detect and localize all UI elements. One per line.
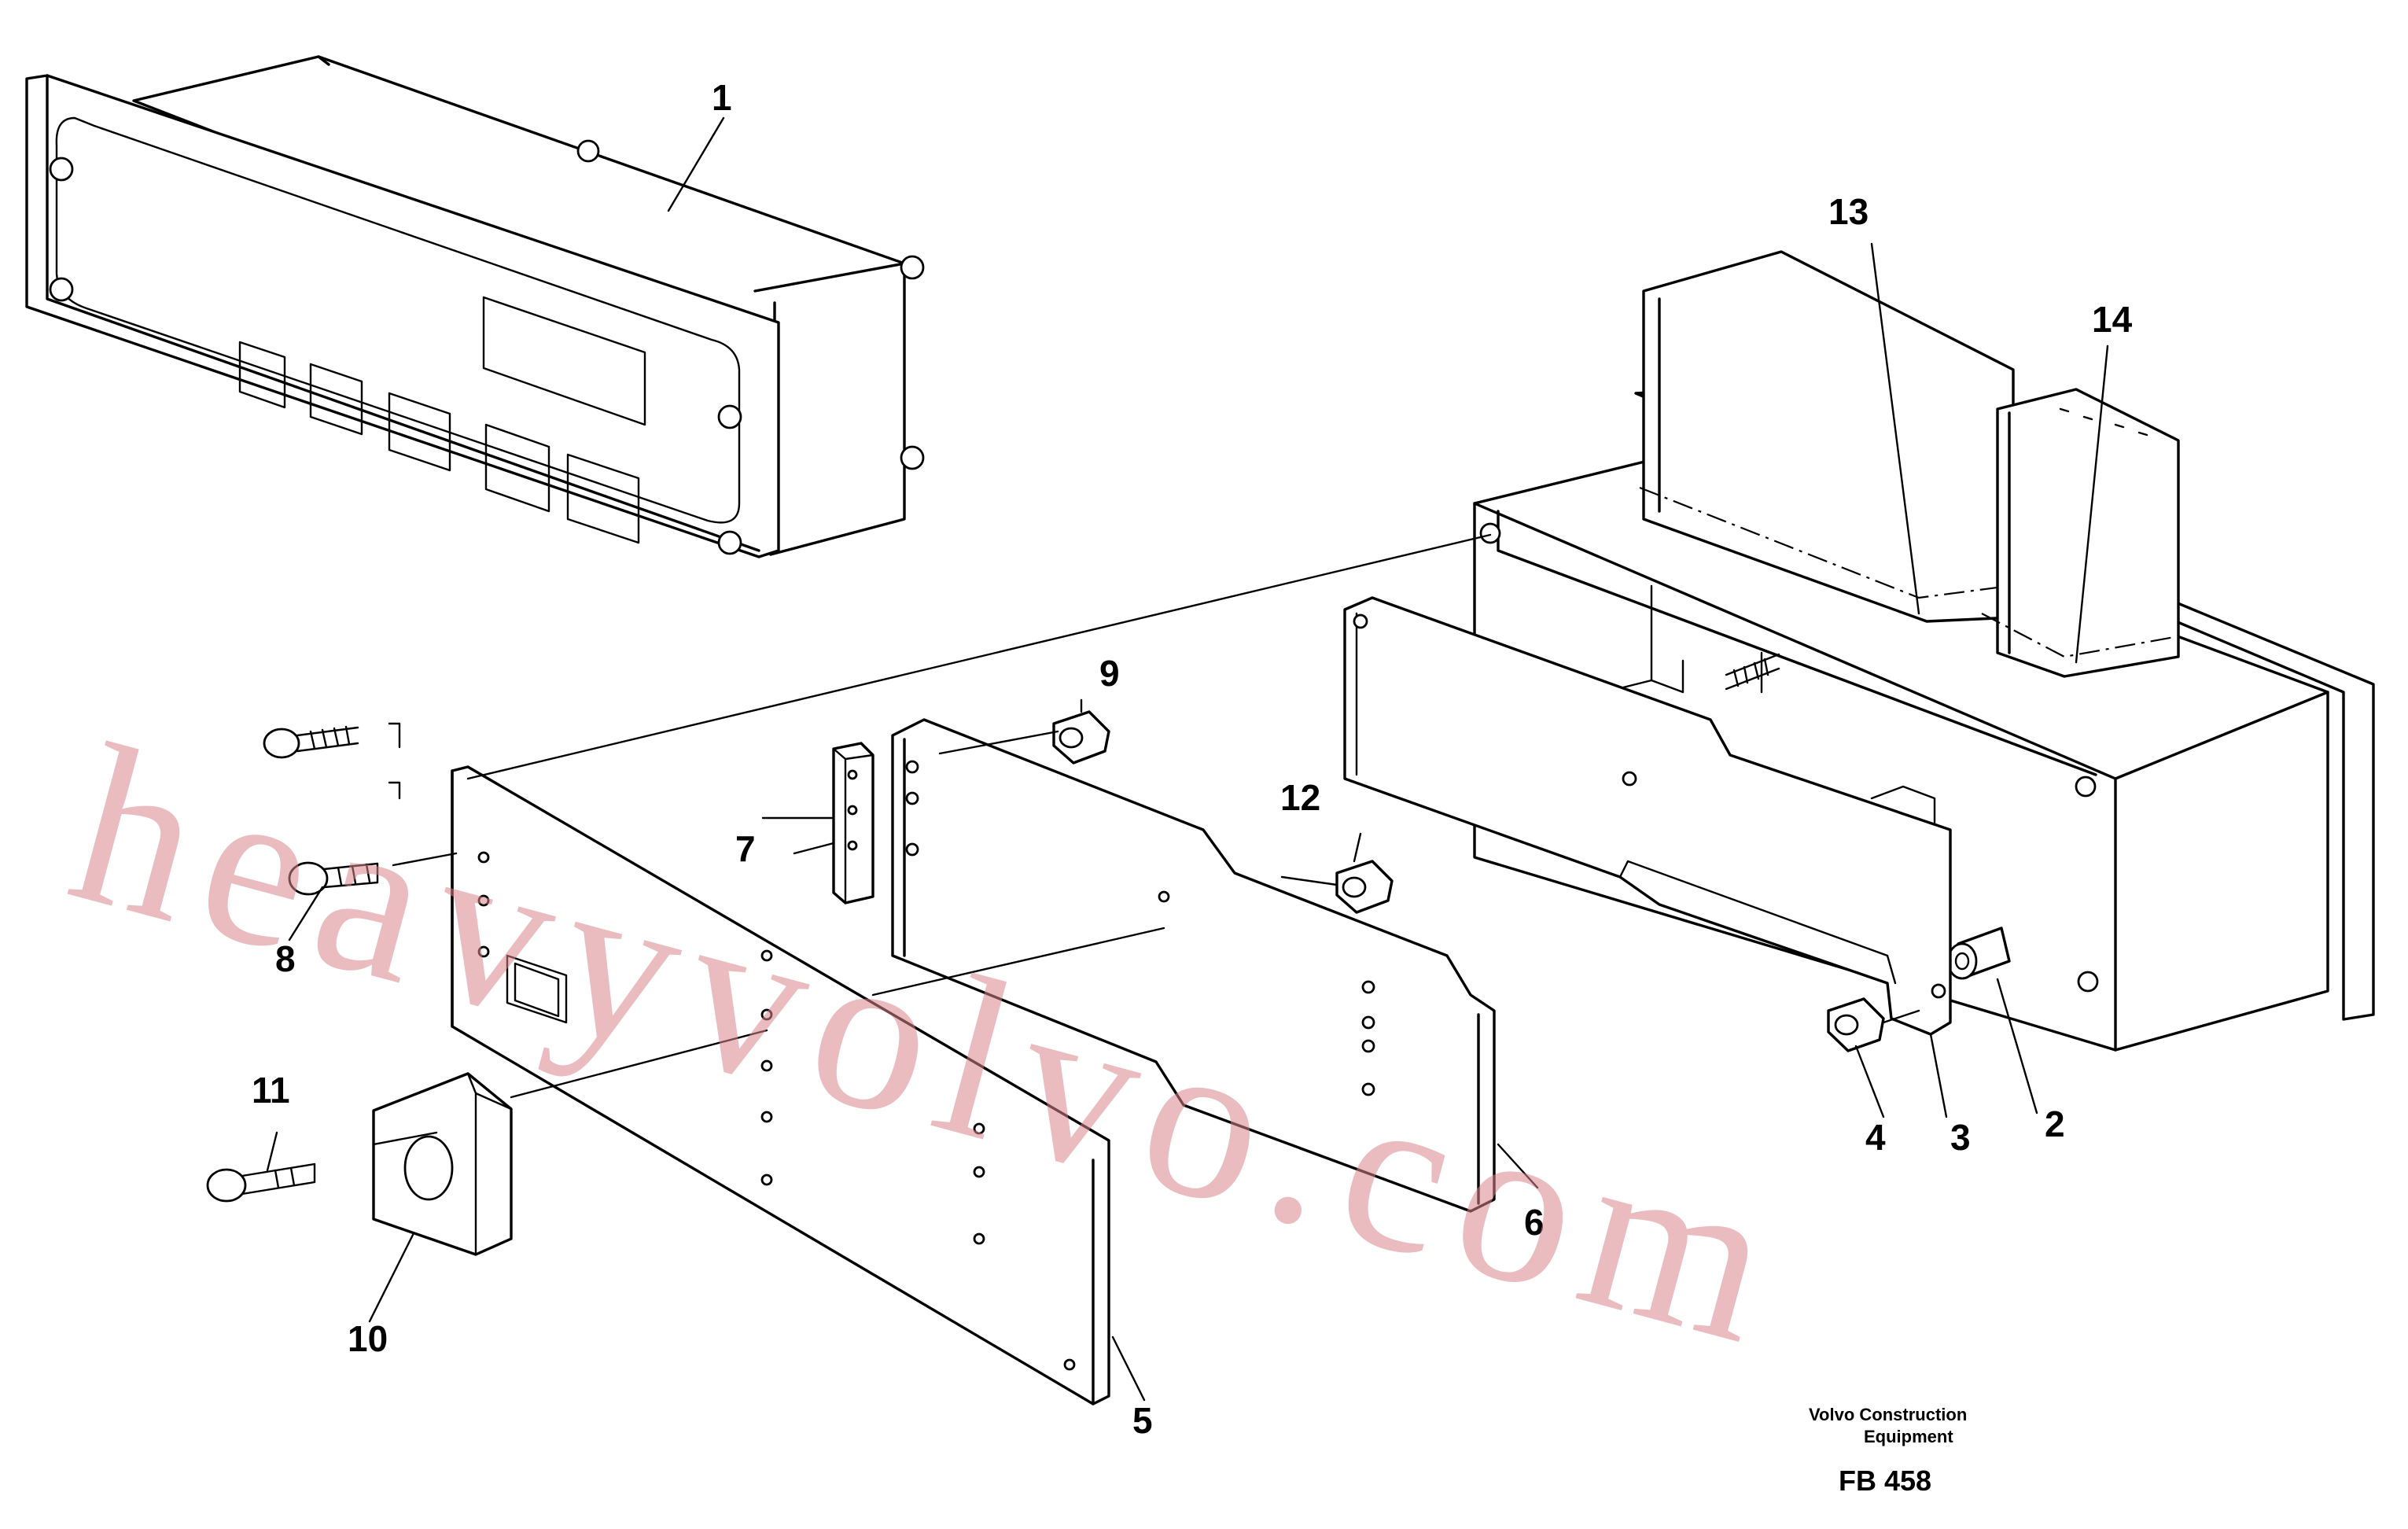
callout-12: 12 (1280, 777, 1320, 818)
callout-5: 5 (1132, 1400, 1153, 1441)
callout-1: 1 (712, 77, 732, 118)
part-11-screw (206, 1162, 316, 1203)
manufacturer-subtitle: Equipment (1864, 1427, 1953, 1446)
leader-lines (266, 116, 2109, 1402)
part-9-nut (1052, 710, 1110, 764)
figure-code: FB 458 (1839, 1465, 1932, 1497)
part-1-display-unit (25, 55, 925, 558)
part-2-housing (1473, 250, 2375, 1052)
callout-7: 7 (735, 828, 756, 869)
callout-6: 6 (1524, 1202, 1545, 1243)
callout-3: 3 (1950, 1117, 1971, 1158)
callout-9: 9 (1099, 653, 1120, 694)
part-12-nut (1335, 860, 1394, 914)
callout-8: 8 (275, 938, 296, 979)
callout-13: 13 (1828, 191, 1869, 232)
part-5-front-plate (451, 765, 1110, 1406)
part-4-nut (1827, 997, 1885, 1052)
part-10-bracket (372, 1072, 513, 1256)
part-7-spacer-bar (832, 742, 874, 905)
part-8-screw (288, 861, 379, 896)
manufacturer-name: Volvo Construction (1809, 1405, 1968, 1424)
screw-upper (263, 722, 401, 800)
callout-2: 2 (2045, 1103, 2065, 1144)
callout-14: 14 (2092, 299, 2133, 340)
part-6-gasket (1343, 596, 1952, 1036)
circuit-board (891, 718, 1496, 1213)
callout-numbers: 1 2 3 4 5 6 7 8 9 10 11 12 13 14 (252, 77, 2133, 1441)
callout-10: 10 (348, 1318, 388, 1359)
callout-4: 4 (1865, 1117, 1886, 1158)
callout-11: 11 (252, 1070, 290, 1111)
